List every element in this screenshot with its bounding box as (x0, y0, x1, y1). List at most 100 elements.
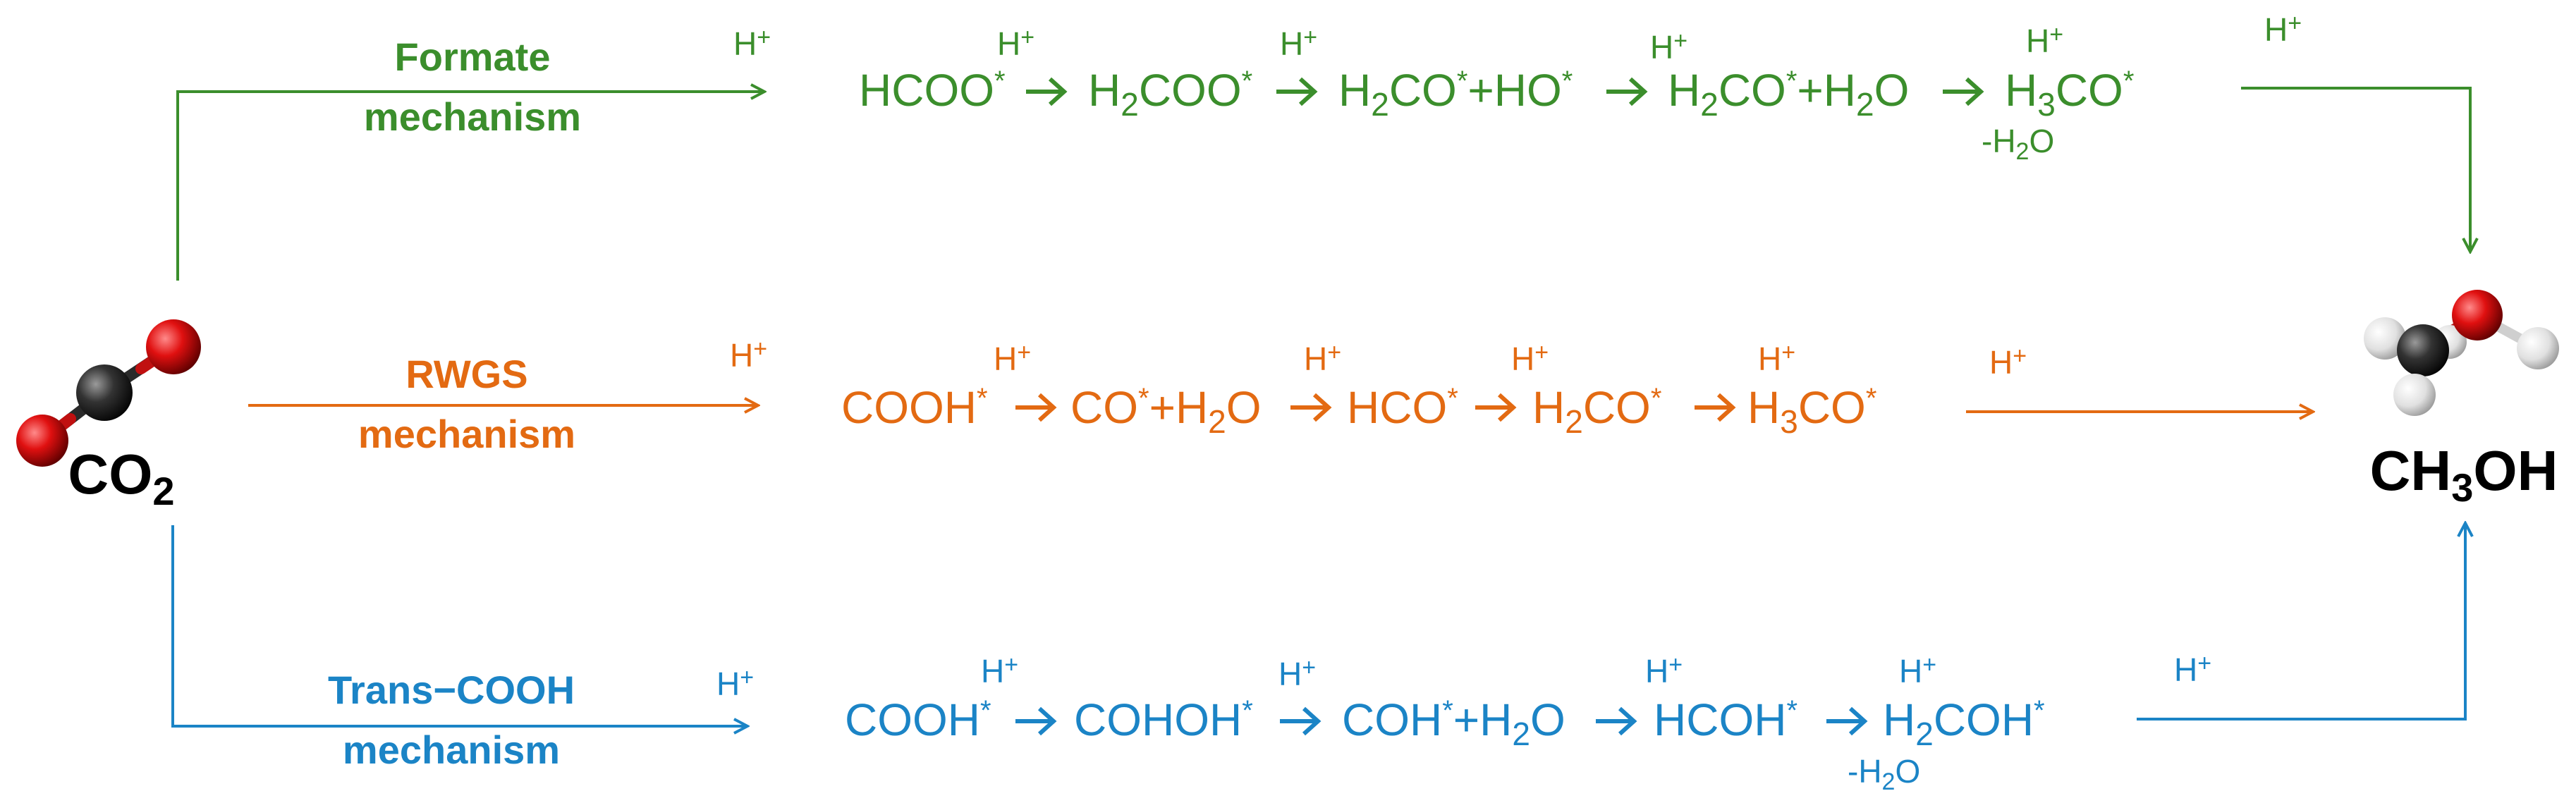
step-arrow (1475, 393, 1517, 422)
intermediate-h3co: H3CO* (1747, 382, 1876, 440)
carbon-atom-icon (2397, 324, 2449, 376)
intermediate-hcoh: HCOH* (1654, 694, 1797, 745)
step-arrow (1276, 77, 1318, 106)
intermediate-co-h2o: CO*+H2O (1070, 382, 1262, 440)
h-plus-label: H+ (2174, 650, 2211, 688)
trans-cooh-pathway: Trans−COOH mechanism H+ H+ COOH* H+ COHO… (171, 523, 2465, 791)
trans-cooh-label: Trans−COOH (328, 668, 575, 712)
carbon-atom-icon (76, 364, 133, 421)
intermediate-h2coh: H2COH* (1883, 694, 2045, 752)
step-arrow (1290, 393, 1332, 422)
h-plus-label: H+ (716, 664, 754, 702)
intermediate-hco: HCO* (1347, 382, 1458, 433)
h-plus-label: H+ (981, 651, 1018, 689)
step-arrow-head (1312, 393, 1332, 422)
h-plus-label: H+ (2026, 21, 2063, 59)
rwgs-label: mechanism (358, 412, 575, 456)
species-formula: H2CO*+H2O (1668, 65, 1909, 123)
step-arrow-head (1965, 77, 1984, 106)
h-plus-text: H+ (1278, 654, 1316, 692)
h-plus-label: H+ (1645, 651, 1683, 689)
intermediate-h3co: H3CO* (2005, 65, 2134, 123)
hydrogen-atom-icon (2517, 327, 2559, 369)
h-plus-text: H+ (1280, 24, 1317, 62)
product-ch3oh-label: CH3OH (2370, 439, 2558, 510)
formate-pathway: Formate mechanism H+ H+ HCOO* H+ H2COO* … (176, 10, 2470, 281)
step-arrow-head (1716, 393, 1736, 422)
step-arrow (1943, 77, 1984, 106)
species-formula: H2COH* (1883, 694, 2045, 752)
h-plus-text: H+ (730, 336, 767, 374)
h-plus-label: H+ (997, 24, 1034, 62)
species-formula: COOH* (841, 382, 988, 433)
step-arrow (1026, 77, 1068, 106)
intermediate-cooh: COOH* (845, 694, 991, 745)
intermediate-coh-h2o: COH*+H2O (1342, 694, 1565, 752)
species-formula: COOH* (845, 694, 991, 745)
h-plus-text: H+ (1645, 651, 1683, 689)
step-arrow-head (1037, 706, 1057, 736)
water-loss-text: -H2O (1982, 123, 2054, 165)
oxygen-atom-icon (2452, 290, 2503, 341)
step-arrow-head (1302, 706, 1321, 736)
hydrogen-atom-icon (2393, 374, 2436, 416)
step-arrow-head (1298, 77, 1318, 106)
step-arrow-head (1618, 706, 1637, 736)
h-plus-label: H+ (1278, 654, 1316, 692)
intermediate-cooh: COOH* (841, 382, 988, 433)
step-arrow-head (1848, 706, 1868, 736)
co2-molecule-icon (16, 319, 201, 467)
intermediate-cohoh: COHOH* (1074, 694, 1253, 745)
step-arrow (1015, 706, 1057, 736)
methanol-molecule-icon (2364, 290, 2559, 416)
water-loss-label: -H2O (1848, 753, 1920, 791)
h-plus-label: H+ (1899, 651, 1936, 689)
species-formula: H3CO* (1747, 382, 1876, 440)
h-plus-text: H+ (1989, 343, 2027, 381)
intermediate-h2coo: H2COO* (1088, 65, 1252, 123)
species-formula: HCOH* (1654, 694, 1797, 745)
step-arrow-head (1048, 77, 1068, 106)
oxygen-atom-icon (16, 415, 68, 467)
h-plus-label: H+ (1650, 27, 1687, 66)
h-plus-text: H+ (994, 339, 1031, 377)
species-formula: CO*+H2O (1070, 382, 1262, 440)
intermediate-h2co: H2CO* (1532, 382, 1661, 440)
h-plus-label: H+ (1511, 339, 1549, 377)
water-loss-text: -H2O (1848, 753, 1920, 791)
step-arrow (1596, 706, 1637, 736)
h-plus-label: H+ (730, 336, 767, 374)
h-plus-text: H+ (1650, 27, 1687, 66)
intermediate-h2co-h2o: H2CO*+H2O (1668, 65, 1909, 123)
h-plus-text: H+ (1511, 339, 1549, 377)
formate-label: mechanism (364, 94, 581, 139)
h-plus-text: H+ (2026, 21, 2063, 59)
water-loss-label: -H2O (1982, 123, 2054, 165)
species-formula: H2CO*+HO* (1338, 65, 1573, 123)
step-arrow (1280, 706, 1321, 736)
oxygen-atom-icon (146, 319, 201, 374)
h-plus-text: H+ (716, 664, 754, 702)
trans-cooh-label: mechanism (343, 728, 560, 772)
rwgs-pathway: RWGS mechanism H+ H+ COOH* H+ CO*+H2O H+… (248, 336, 2313, 456)
h-plus-label: H+ (994, 339, 1031, 377)
step-arrow (1826, 706, 1868, 736)
species-formula: H3CO* (2005, 65, 2134, 123)
step-arrow (1015, 393, 1057, 422)
h-plus-text: H+ (981, 651, 1018, 689)
h-plus-label: H+ (1989, 343, 2027, 381)
h-plus-label: H+ (2264, 10, 2302, 48)
intermediate-h2co-ho: H2CO*+HO* (1338, 65, 1573, 123)
h-plus-text: H+ (997, 24, 1034, 62)
step-arrow (1606, 77, 1648, 106)
h-plus-text: H+ (733, 24, 771, 62)
h-plus-label: H+ (1304, 339, 1341, 377)
h-plus-text: H+ (1899, 651, 1936, 689)
species-formula: HCOO* (859, 65, 1006, 116)
rwgs-label: RWGS (405, 352, 527, 396)
h-plus-label: H+ (733, 24, 771, 62)
species-formula: COHOH* (1074, 694, 1253, 745)
species-formula: HCO* (1347, 382, 1458, 433)
species-formula: H2COO* (1088, 65, 1252, 123)
